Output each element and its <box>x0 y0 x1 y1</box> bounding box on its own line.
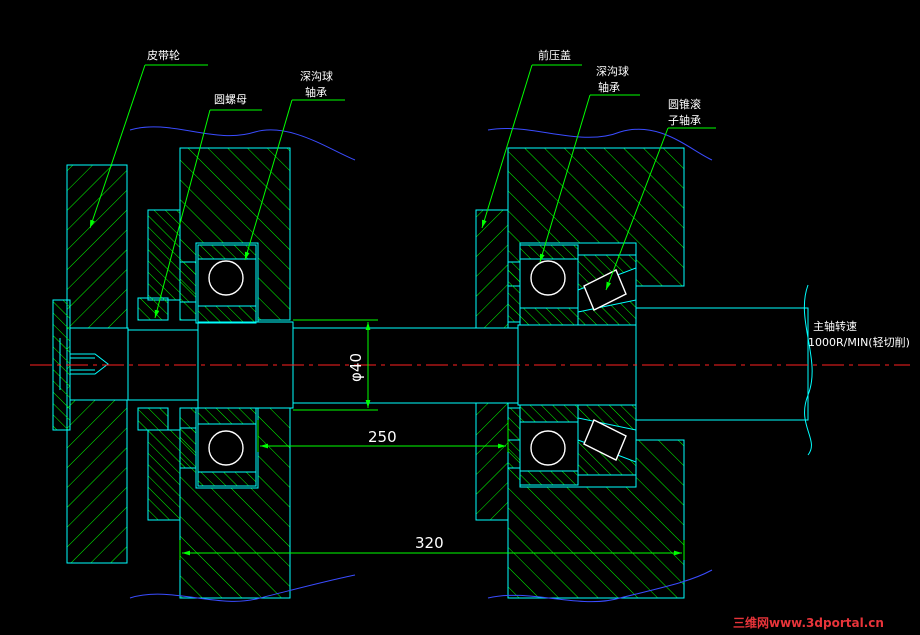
spindle-speed-line-2: 1000R/MIN(轻切削) <box>808 335 910 349</box>
span-320-value: 320 <box>415 534 444 552</box>
label-left-deep-groove-1: 深沟球 <box>300 69 333 83</box>
housing-break-line-left-bottom <box>129 574 356 602</box>
housing-break-line-left-top <box>129 126 356 161</box>
round-nut-top <box>137 297 169 321</box>
label-front-cover: 前压盖 <box>538 48 571 62</box>
roller-icon <box>583 419 627 461</box>
diameter-value: φ40 <box>347 353 365 382</box>
center-drill <box>70 353 109 375</box>
dimension-250: 250 <box>257 420 509 452</box>
front-cover-bottom <box>475 401 509 521</box>
left-deep-groove-bearing-top <box>197 244 257 324</box>
label-round-nut: 圆螺母 <box>214 93 247 106</box>
tapered-roller-bearing-top <box>577 254 637 326</box>
spindle-speed-line-1: 主轴转速 <box>813 319 857 333</box>
ball-icon <box>208 430 244 466</box>
round-nut-bottom <box>137 407 169 431</box>
pulley <box>52 164 129 564</box>
callout-round-nut: 圆螺母 <box>154 93 262 319</box>
watermark-text: 三维网www.3dportal.cn <box>733 615 884 630</box>
label-tapered-2: 子轴承 <box>668 113 701 127</box>
housing-break-line-right-bottom <box>487 569 713 603</box>
callout-front-cover: 前压盖 <box>481 48 582 229</box>
front-cover <box>475 209 521 521</box>
callout-left-deep-groove: 深沟球 轴承 <box>244 69 345 261</box>
ball-icon <box>530 430 566 466</box>
roller-icon <box>583 269 627 311</box>
ball-icon <box>208 260 244 296</box>
tapered-roller-bearing-bottom <box>577 404 637 476</box>
left-deep-groove-bearing-bottom <box>197 407 257 487</box>
housing-break-line-right-top <box>487 127 713 161</box>
left-seal-parts <box>137 209 197 521</box>
label-right-deep-groove-2: 轴承 <box>598 80 620 94</box>
right-deep-groove-bearing-top <box>519 244 579 326</box>
label-left-deep-groove-2: 轴承 <box>305 85 327 99</box>
callout-tapered: 圆锥滚 子轴承 <box>605 97 716 291</box>
callout-pulley: 皮带轮 <box>89 48 208 229</box>
dimension-diameter: φ40 <box>293 319 378 411</box>
label-right-deep-groove-1: 深沟球 <box>596 64 629 78</box>
callout-right-deep-groove: 深沟球 轴承 <box>539 64 640 263</box>
span-250-value: 250 <box>368 428 397 446</box>
label-tapered-1: 圆锥滚 <box>668 97 701 111</box>
ball-icon <box>530 260 566 296</box>
label-pulley: 皮带轮 <box>147 48 180 62</box>
dimension-320: 320 <box>179 534 685 560</box>
shaft-break-line <box>803 284 813 456</box>
front-cover-top <box>475 209 509 329</box>
shaft-nose <box>635 307 809 421</box>
right-deep-groove-bearing-bottom <box>519 404 579 486</box>
